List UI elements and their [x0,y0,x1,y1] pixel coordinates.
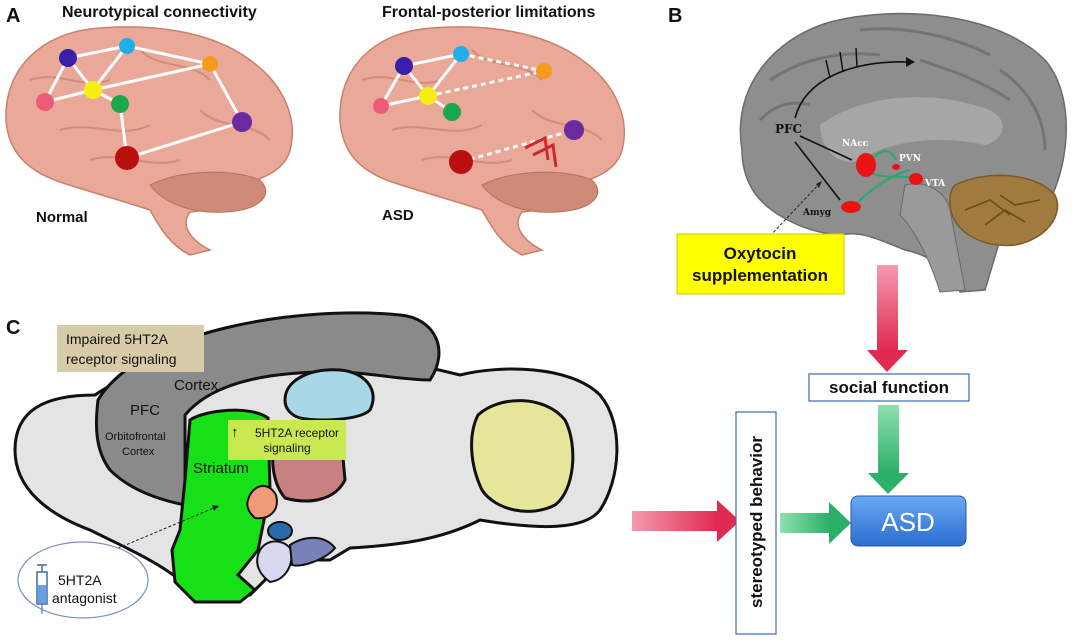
impaired-line2: receptor signaling [66,351,177,367]
label-striatum: Striatum [193,460,249,477]
arrow-oxytocin-to-social [867,265,908,372]
panel-a-label-normal: Normal [36,209,88,226]
label-nacc: NAcc [842,139,869,149]
label-pfc-c: PFC [130,402,160,419]
panel-c-letter: C [6,317,20,339]
arrow-stereotyped-to-asd [780,502,851,544]
panel-b-letter: B [668,5,682,27]
label-orbito-line1: Orbitofrontal [105,431,166,443]
stereotyped-behavior-box [735,411,777,635]
label-cortex: Cortex [174,377,219,394]
impaired-line1: Impaired 5HT2A [66,331,169,347]
panel-a-title-left: Neurotypical connectivity [62,4,257,21]
antagonist-line2: antagonist [52,590,117,606]
oxytocin-line1: Oxytocin [724,244,797,263]
label-vta: VTA [924,179,946,189]
arrow-social-to-asd [868,405,909,494]
receptor-line1: 5HT2A receptor [255,426,339,440]
asd-label: ASD [881,507,934,537]
oxytocin-box [676,233,845,295]
label-amyg: Amyg [802,208,832,218]
brain-normal [5,26,294,256]
social-function-label: social function [829,378,949,397]
oxytocin-line2: supplementation [692,266,828,285]
receptor-line2: signaling [263,441,310,455]
receptor-arrow: ↑ [231,424,239,441]
rodent-brain [13,311,619,604]
panel-a-title-right: Frontal-posterior limitations [382,4,595,21]
social-function-box [808,373,970,402]
antagonist-line1: 5HT2A [58,572,102,588]
syringe-icon [36,564,48,614]
label-orbito-line2: Cortex [122,446,155,458]
brain-sagittal [739,12,1067,293]
receptor-box [228,420,346,460]
label-pvn: PVN [899,154,921,164]
oxytocin-pointer [769,182,821,237]
antagonist-ellipse [17,541,149,619]
impaired-box [57,325,204,372]
brain-asd [339,26,626,256]
asd-box [850,495,967,547]
label-pfc-b: PFC [775,122,802,136]
arrow-c-to-stereotyped [632,500,740,542]
stereotyped-behavior-label: stereotyped behavior [747,436,766,608]
panel-a-label-asd: ASD [382,207,414,224]
panel-a-letter: A [6,5,20,27]
